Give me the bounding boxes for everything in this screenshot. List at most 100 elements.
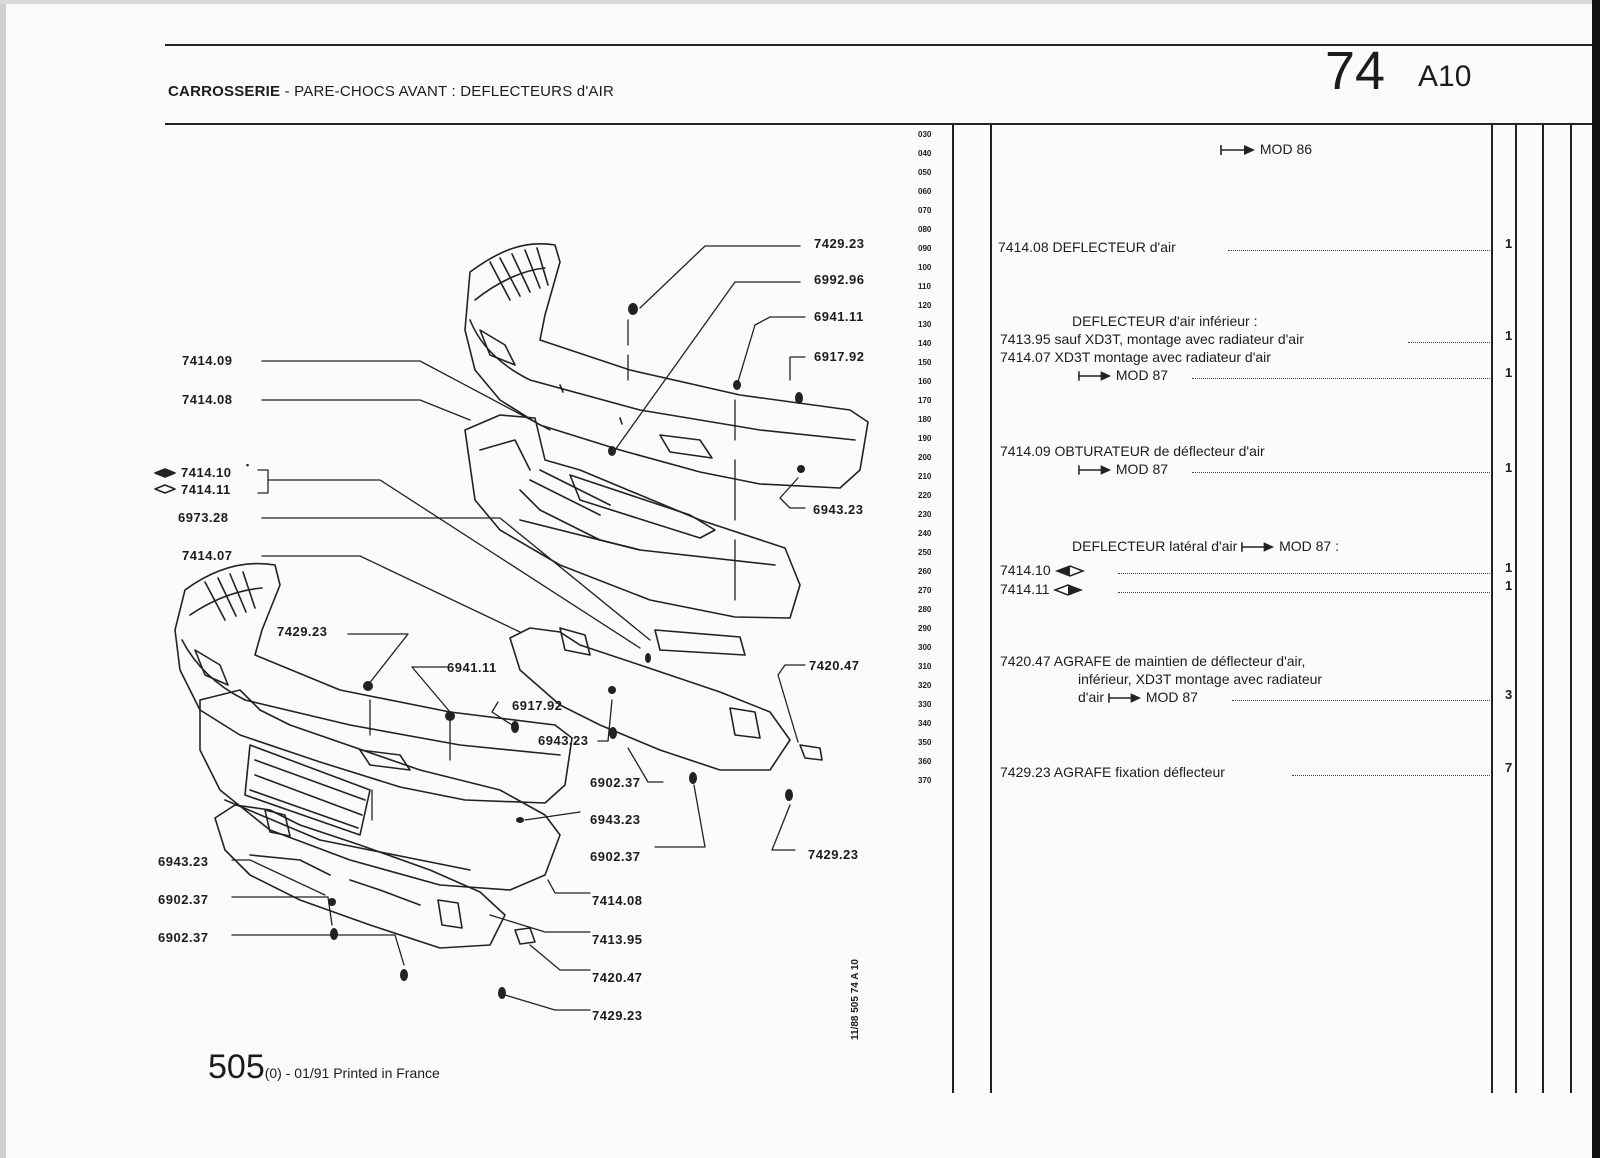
title-subsection: - PARE-CHOCS AVANT : DEFLECTEURS d'AIR	[280, 83, 614, 100]
scale-mark: 100	[918, 263, 932, 272]
scale-mark: 030	[918, 130, 932, 139]
page-right-edge	[1592, 0, 1600, 1158]
header-top-rule	[165, 44, 1592, 46]
upper-deflector-drawing	[464, 414, 801, 656]
mod-label: MOD 87	[1145, 689, 1198, 705]
scale-mark: 090	[918, 244, 932, 253]
lower-deflector-drawing	[199, 689, 561, 891]
callout-label: 7414.08	[182, 392, 233, 407]
part-ref: 7414.11	[1000, 581, 1050, 597]
scale-mark: 310	[918, 662, 932, 671]
group-label: DEFLECTEUR latéral d'air	[1072, 538, 1238, 554]
callout-label: 7414.09	[182, 353, 233, 368]
scale-mark: 220	[918, 491, 932, 500]
arrow-from-icon	[1241, 542, 1275, 553]
part-row: 7413.95 sauf XD3T, montage avec radiateu…	[1000, 330, 1304, 348]
mod86-label: MOD 86	[1259, 141, 1313, 157]
scale-mark: 330	[918, 700, 932, 709]
footer-model: 505	[208, 1048, 265, 1086]
callout-label: 6941.11	[814, 309, 864, 324]
callout-label: 7414.11	[181, 482, 231, 497]
deflector-right-symbol	[154, 484, 176, 494]
part-ref: 7414.09	[1000, 443, 1051, 459]
mod-note: MOD 87	[1078, 366, 1168, 384]
part-row: 7414.11	[1000, 580, 1084, 598]
leader-dots	[1118, 573, 1490, 574]
part-ref: 7414.10	[1000, 562, 1051, 578]
table-rule-left2	[990, 123, 992, 1093]
part-desc: AGRAFE fixation déflecteur	[1053, 764, 1225, 780]
group-heading: DEFLECTEUR d'air inférieur :	[1072, 313, 1258, 329]
mod-label: MOD 87	[1115, 461, 1169, 477]
scale-mark: 170	[918, 396, 932, 405]
lower-bumper-drawing	[174, 562, 573, 804]
deflector-left-symbol	[154, 468, 176, 478]
page-number: 74	[1325, 41, 1386, 101]
part-qty: 1	[1505, 236, 1513, 251]
leader-dots	[1292, 775, 1490, 776]
part-qty: 3	[1505, 687, 1513, 702]
scale-mark: 190	[918, 434, 932, 443]
callout-label: 7414.10	[181, 465, 232, 480]
scale-mark: 180	[918, 415, 932, 424]
mod-note: MOD 87	[1078, 460, 1168, 478]
scale-mark: 130	[918, 320, 932, 329]
part-ref: 7413.95	[1000, 331, 1051, 347]
exploded-diagram	[154, 242, 869, 1011]
scale-mark: 300	[918, 643, 932, 652]
arrow-from-icon	[1078, 465, 1112, 476]
leader-dots	[1118, 592, 1490, 593]
table-rule-col3	[1542, 123, 1544, 1093]
group-mod: MOD 87 :	[1279, 538, 1339, 554]
scale-mark: 120	[918, 301, 932, 310]
part-ref: 7420.47	[1000, 653, 1051, 669]
part-row: 7414.08 DEFLECTEUR d'air	[998, 238, 1176, 256]
scale-mark: 040	[918, 149, 932, 158]
table-rule-qty-right	[1515, 123, 1517, 1093]
page-top-shadow	[0, 0, 1600, 4]
callout-label: 7429.23	[814, 236, 865, 251]
scale-mark: 360	[918, 757, 932, 766]
callout-label: 7420.47	[809, 658, 860, 673]
scale-mark: 350	[918, 738, 932, 747]
leader-dots	[1232, 700, 1490, 701]
part-desc-cont: d'air	[1078, 689, 1105, 705]
scale-mark: 320	[918, 681, 932, 690]
scale-mark: 080	[918, 225, 932, 234]
deflector-right-icon	[1053, 584, 1084, 597]
callout-label: 6992.96	[814, 272, 865, 287]
scale-mark: 110	[918, 282, 931, 291]
callout-label: 6902.37	[590, 849, 641, 864]
document-reference: 11/88 505 74 A 10	[850, 959, 861, 1040]
header-bottom-rule	[165, 123, 1592, 125]
part-row: 7414.10	[1000, 561, 1085, 579]
scale-mark: 070	[918, 206, 932, 215]
leader-dots	[1228, 250, 1490, 251]
deflector-left-icon	[1054, 565, 1085, 578]
callout-label: 6902.37	[158, 930, 209, 945]
part-row: 7414.09 OBTURATEUR de déflecteur d'air	[1000, 442, 1265, 460]
scale-mark: 340	[918, 719, 932, 728]
callout-label: 7420.47	[592, 970, 643, 985]
scale-mark: 250	[918, 548, 932, 557]
callout-label: 7414.08	[592, 893, 643, 908]
part-desc: AGRAFE de maintien de déflecteur d'air,	[1053, 653, 1306, 669]
leader-dots	[1192, 378, 1490, 379]
leader-dots	[1408, 342, 1490, 343]
arrow-from-icon	[1078, 371, 1112, 382]
callout-label: 6943.23	[590, 812, 641, 827]
scale-mark: 050	[918, 168, 932, 177]
footer-print-info: (0) - 01/91 Printed in France	[264, 1065, 440, 1081]
part-qty: 1	[1505, 560, 1513, 575]
scale-mark: 260	[918, 567, 932, 576]
part-ref: 7414.07	[1000, 349, 1051, 365]
callout-label: 6902.37	[158, 892, 209, 907]
mod86-note: MOD 86	[1220, 140, 1312, 158]
part-row: 7414.07 XD3T montage avec radiateur d'ai…	[1000, 348, 1271, 366]
part-desc: DEFLECTEUR d'air	[1052, 239, 1176, 255]
callout-label: 6943.23	[538, 733, 589, 748]
arrow-from-icon	[1108, 693, 1141, 704]
lower-tray-drawing	[214, 804, 536, 949]
part-desc: XD3T montage avec radiateur d'air	[1054, 349, 1271, 365]
callout-label: 6902.37	[590, 775, 641, 790]
